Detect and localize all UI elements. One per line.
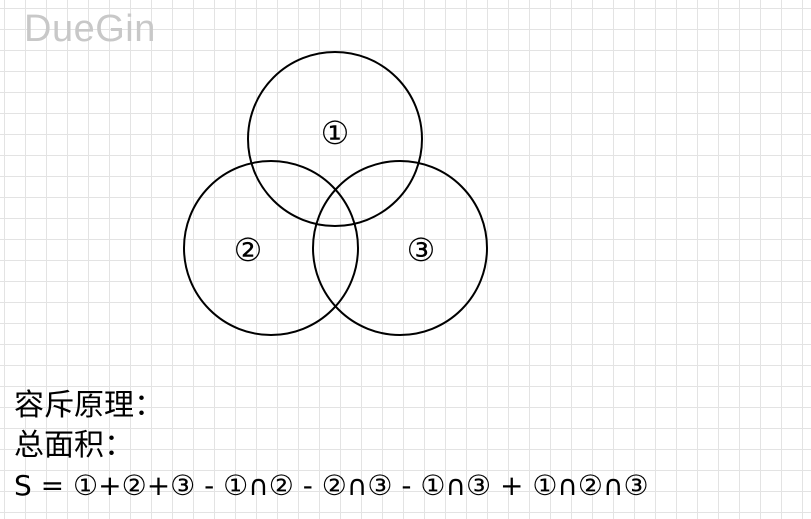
- formula-line: S = ①+②+③ - ①∩② - ②∩③ - ①∩③ + ①∩②∩③: [14, 469, 649, 502]
- circle-1: [247, 51, 423, 227]
- circle-3-label: ③: [407, 231, 436, 269]
- circle-1-label: ①: [321, 114, 350, 152]
- circle-3: [312, 160, 488, 336]
- circle-2-label: ②: [234, 231, 263, 269]
- total-area-heading: 总面积：: [14, 428, 134, 463]
- explanation-text: 容斥原理： 总面积： S = ①+②+③ - ①∩② - ②∩③ - ①∩③ +…: [14, 386, 649, 506]
- principle-heading: 容斥原理：: [14, 388, 164, 423]
- circle-2: [183, 160, 359, 336]
- watermark-logo: DueGin: [24, 8, 156, 50]
